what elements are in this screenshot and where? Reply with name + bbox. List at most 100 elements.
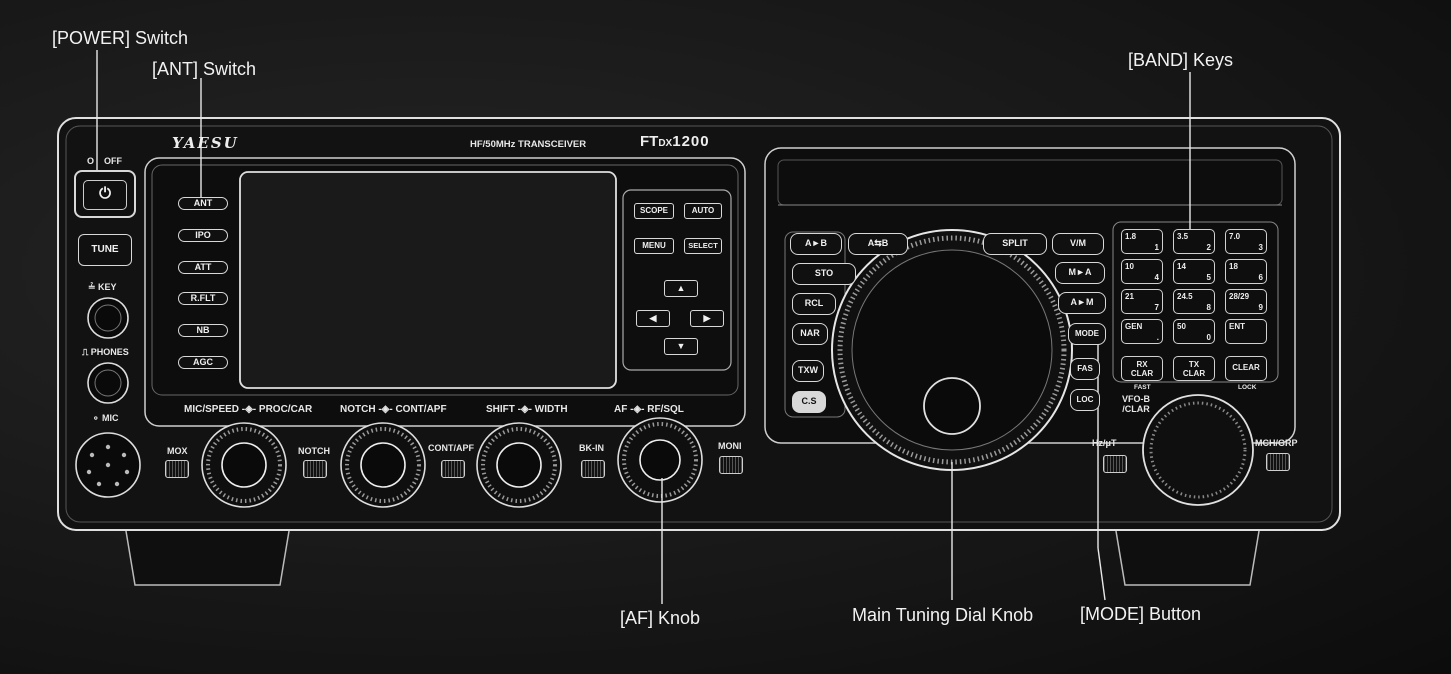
moni-button[interactable] xyxy=(719,456,743,474)
ipo-button[interactable]: IPO xyxy=(178,229,228,242)
rcl-button[interactable]: RCL xyxy=(792,293,836,315)
menu-button[interactable]: MENU xyxy=(634,238,674,254)
cont-apf-label: CONT/APF xyxy=(428,443,474,453)
knob-mic-speed xyxy=(201,422,287,508)
mox-label: MOX xyxy=(167,446,188,456)
rx-clar-button[interactable]: RX CLAR xyxy=(1121,356,1163,381)
band-key-ent[interactable]: ENT xyxy=(1225,319,1267,344)
fast-sub-label: FAST xyxy=(1134,384,1151,391)
mic-jack-label: ⚬ MIC xyxy=(92,413,119,423)
bk-in-button[interactable] xyxy=(581,460,605,478)
vfo-b-dial[interactable] xyxy=(1143,395,1253,505)
arrow-up-button[interactable]: ▲ xyxy=(664,280,698,297)
notch-knob-label: NOTCH -◈- CONT/APF xyxy=(340,404,447,415)
v-m-button[interactable]: V/M xyxy=(1052,233,1104,255)
power-icon: ⏻ xyxy=(83,180,127,210)
mic-speed-knob[interactable] xyxy=(202,423,286,507)
mode-button[interactable]: MODE xyxy=(1068,323,1106,345)
lcd-screen xyxy=(239,171,617,389)
main-tuning-dial[interactable] xyxy=(832,230,1072,470)
lock-button[interactable]: LOC xyxy=(1070,389,1100,411)
cs-button[interactable]: C.S xyxy=(792,391,826,413)
split-button[interactable]: SPLIT xyxy=(983,233,1047,255)
model-dx: DX xyxy=(658,138,673,149)
mox-button[interactable] xyxy=(165,460,189,478)
fast-button[interactable]: FAS xyxy=(1070,358,1100,380)
moni-label: MONI xyxy=(718,441,742,451)
notch-btn-label: NOTCH xyxy=(298,446,330,456)
notch-knob[interactable] xyxy=(341,423,425,507)
auto-button[interactable]: AUTO xyxy=(684,203,722,219)
knob-af xyxy=(617,417,703,503)
dial-finger-dimple xyxy=(923,377,981,435)
agc-button[interactable]: AGC xyxy=(178,356,228,369)
mch-grp-button[interactable] xyxy=(1266,453,1290,471)
model-number: 1200 xyxy=(672,133,710,150)
callout-main-dial: Main Tuning Dial Knob xyxy=(852,605,1034,625)
a-to-m-button[interactable]: A►M xyxy=(1058,292,1106,314)
a-to-b-button[interactable]: A►B xyxy=(790,233,842,255)
a-swap-b-button[interactable]: A⇆B xyxy=(848,233,908,255)
phones-jack xyxy=(87,362,129,404)
notch-button[interactable] xyxy=(303,460,327,478)
shift-knob[interactable] xyxy=(477,423,561,507)
transceiver-subtitle: HF/50MHz TRANSCEIVER xyxy=(470,139,587,150)
hz-ut-label: Hz/μT xyxy=(1092,438,1117,448)
txw-button[interactable]: TXW xyxy=(792,360,824,382)
tx-clar-button[interactable]: TX CLAR xyxy=(1173,356,1215,381)
arrow-left-button[interactable]: ◀ xyxy=(636,310,670,327)
mic-speed-knob-label: MIC/SPEED -◈- PROC/CAR xyxy=(184,404,313,415)
tune-button[interactable]: TUNE xyxy=(78,234,132,266)
att-button[interactable]: ATT xyxy=(178,261,228,274)
af-knob[interactable] xyxy=(618,418,702,502)
clear-button[interactable]: CLEAR xyxy=(1225,356,1267,381)
ant-button[interactable]: ANT xyxy=(178,197,228,210)
callout-af-knob: [AF] Knob xyxy=(620,608,701,628)
left-foot xyxy=(124,524,291,586)
leader-lines xyxy=(96,50,1191,604)
callout-ant-switch: [ANT] Switch xyxy=(152,59,257,79)
vfo-b-knob xyxy=(1142,394,1254,506)
vfo-b-clar-label: VFO-B /CLAR xyxy=(1122,394,1150,414)
af-knob-label: AF -◈- RF/SQL xyxy=(614,404,684,415)
mch-grp-label: MCH/GRP xyxy=(1255,438,1298,448)
callout-power-switch: [POWER] Switch xyxy=(52,28,189,48)
m-to-a-button[interactable]: M►A xyxy=(1055,262,1105,284)
callout-band-keys: [BAND] Keys xyxy=(1128,50,1234,70)
bk-in-label: BK-IN xyxy=(579,443,604,453)
arrow-right-button[interactable]: ▶ xyxy=(690,310,724,327)
power-off-label: OFF xyxy=(104,156,122,166)
model-prefix: FT xyxy=(640,133,659,150)
power-switch[interactable]: ⏻ xyxy=(74,170,136,218)
scope-button[interactable]: SCOPE xyxy=(634,203,674,219)
right-foot xyxy=(1114,524,1261,586)
lock-sub-label: LOCK xyxy=(1238,384,1257,391)
cont-apf-button[interactable] xyxy=(441,460,465,478)
arrow-down-button[interactable]: ▼ xyxy=(664,338,698,355)
brand-logo: YAESU xyxy=(172,134,239,152)
power-on-label: O xyxy=(87,156,95,166)
band-key-gen[interactable]: GEN. xyxy=(1121,319,1163,344)
shift-knob-label: SHIFT -◈- WIDTH xyxy=(486,404,568,415)
nar-button[interactable]: NAR xyxy=(792,323,828,345)
rflt-button[interactable]: R.FLT xyxy=(178,292,228,305)
nb-button[interactable]: NB xyxy=(178,324,228,337)
key-jack xyxy=(87,297,129,339)
phones-jack-label: ⎍ PHONES xyxy=(82,347,129,357)
sto-button[interactable]: STO xyxy=(792,263,856,285)
key-jack-label: ≟ KEY xyxy=(88,282,117,292)
mic-pins xyxy=(86,444,130,487)
hz-ut-button[interactable] xyxy=(1103,455,1127,473)
select-button[interactable]: SELECT xyxy=(684,238,722,254)
